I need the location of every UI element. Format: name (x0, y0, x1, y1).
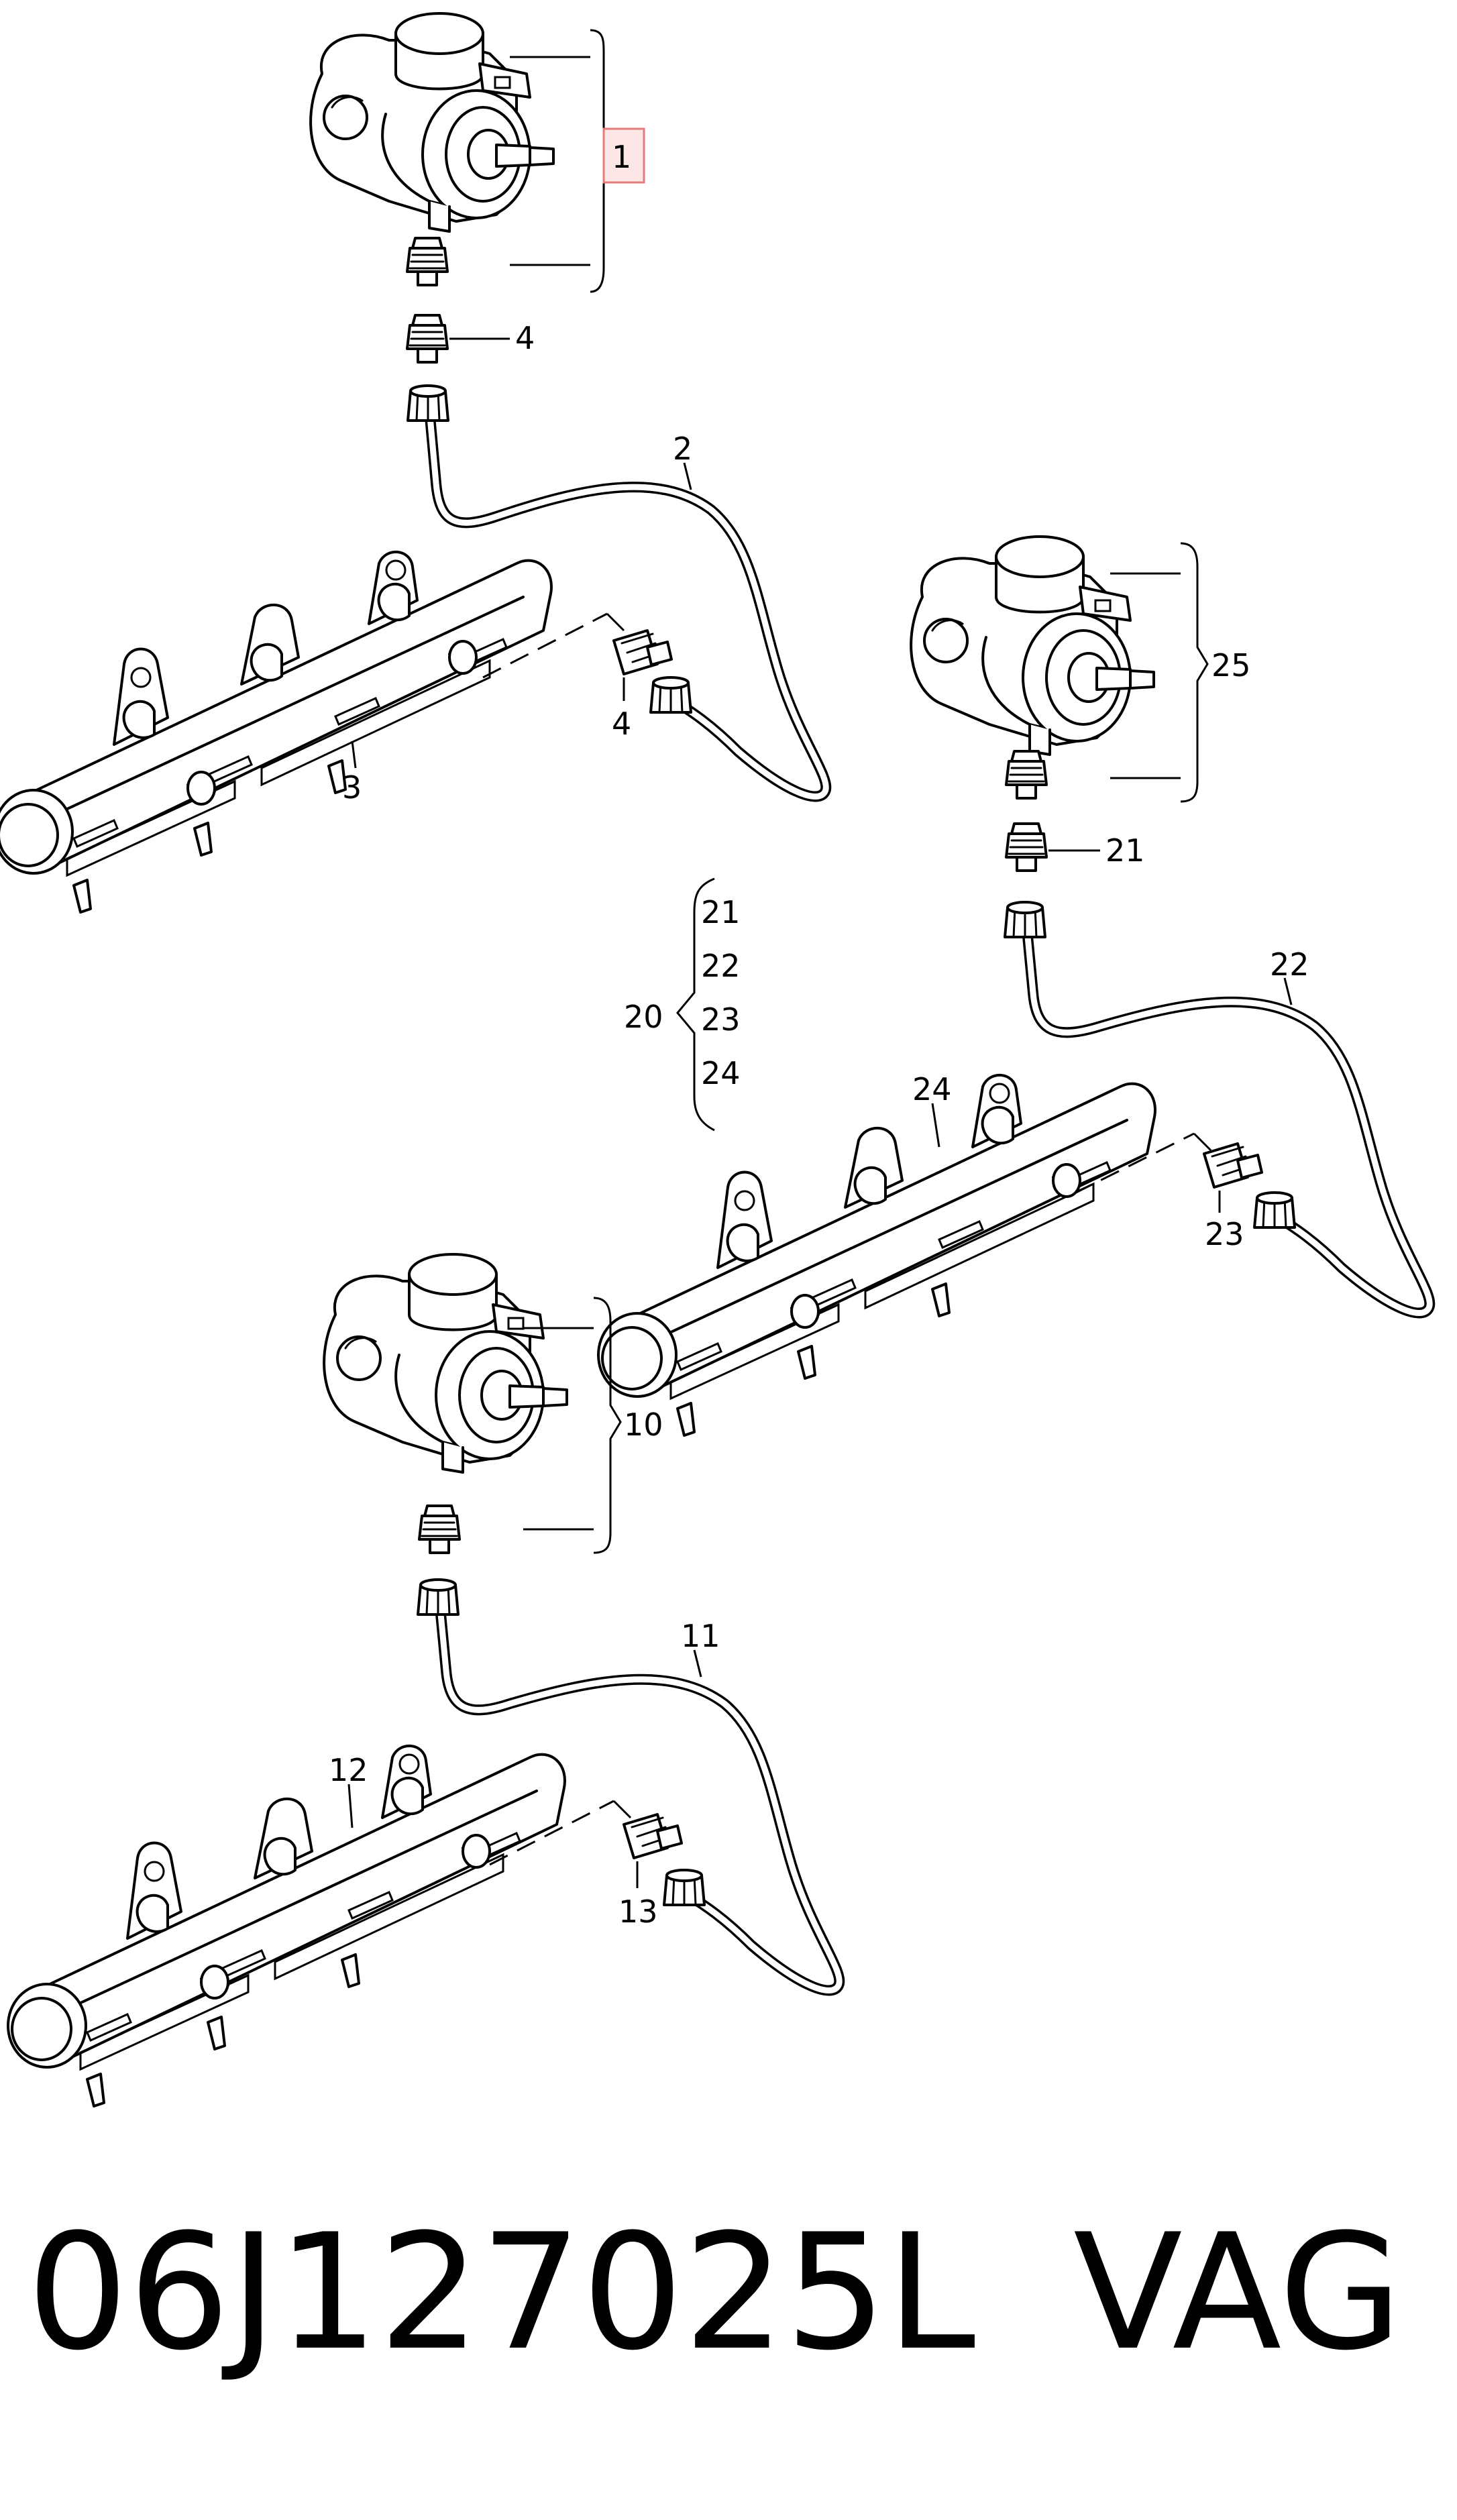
callout-1: 1 (612, 139, 631, 175)
leader-2 (683, 462, 692, 490)
fuel-rail-12 (7, 1744, 566, 2107)
rail-union-4 (612, 629, 673, 675)
bracket-leader-10 (523, 1327, 594, 1531)
brace-10 (593, 1297, 622, 1554)
dashed-end-3 (612, 1800, 632, 1819)
callout-25: 25 (1211, 647, 1251, 683)
dashed-connection-2 (1073, 1132, 1195, 1195)
part-number: 06J127025L (27, 2200, 975, 2386)
dashed-connection-1 (482, 612, 608, 679)
bracket-leader-1 (510, 56, 590, 266)
pipe-nut-bottom-2 (649, 676, 692, 714)
callout-23a: 23 (701, 1001, 741, 1038)
callout-2: 2 (673, 431, 692, 467)
rail-union-23 (1203, 1142, 1263, 1189)
dashed-end-2 (1193, 1132, 1212, 1152)
leader-3 (351, 741, 357, 769)
highlight-box-1 (602, 127, 645, 184)
pipe-nut-top-11 (417, 1578, 460, 1616)
brace-25 (1180, 542, 1209, 803)
callout-13: 13 (618, 1894, 658, 1930)
callout-24a: 24 (701, 1055, 741, 1091)
callout-23b: 23 (1205, 1216, 1244, 1252)
callout-20: 20 (624, 999, 663, 1035)
callout-10: 10 (624, 1407, 663, 1443)
union-fitting-bottom (418, 1504, 461, 1554)
callout-24b: 24 (912, 1071, 952, 1107)
fuel-rail-24 (597, 1073, 1156, 1437)
brand-name: VAG (1073, 2200, 1403, 2386)
callout-22b: 22 (1270, 946, 1309, 983)
pipe-nut-top-2 (407, 384, 449, 422)
pipe-nut-bottom-22 (1253, 1191, 1296, 1229)
pipe-nut-top-22 (1004, 901, 1046, 938)
leader-24b (931, 1103, 940, 1148)
dashed-end-1 (606, 612, 625, 632)
bracket-leader-25 (1110, 572, 1181, 779)
rail-union-13 (623, 1813, 683, 1859)
leader-12 (347, 1784, 354, 1828)
union-fitting-right-top (1005, 750, 1048, 800)
fuel-rail-3 (0, 550, 553, 914)
callout-4a: 4 (515, 320, 535, 356)
leader-22b (1283, 977, 1293, 1005)
callout-21a: 21 (701, 894, 741, 930)
callout-11: 11 (681, 1618, 720, 1654)
callout-22a: 22 (701, 948, 741, 984)
callout-21b: 21 (1105, 832, 1145, 869)
high-pressure-pump-10 (323, 1253, 568, 1474)
union-fitting-top (406, 237, 449, 286)
pipe-nut-bottom-11 (663, 1869, 706, 1906)
callout-12: 12 (329, 1752, 368, 1788)
union-fitting-4 (406, 314, 449, 364)
high-pressure-pump-25 (910, 535, 1155, 756)
dashed-connection-3 (489, 1800, 614, 1866)
high-pressure-pump-1 (309, 12, 555, 233)
leader-11 (693, 1649, 702, 1678)
callout-3: 3 (342, 769, 362, 806)
brace-20 (676, 877, 715, 1132)
union-fitting-21 (1005, 822, 1048, 872)
callout-4b: 4 (612, 706, 631, 742)
